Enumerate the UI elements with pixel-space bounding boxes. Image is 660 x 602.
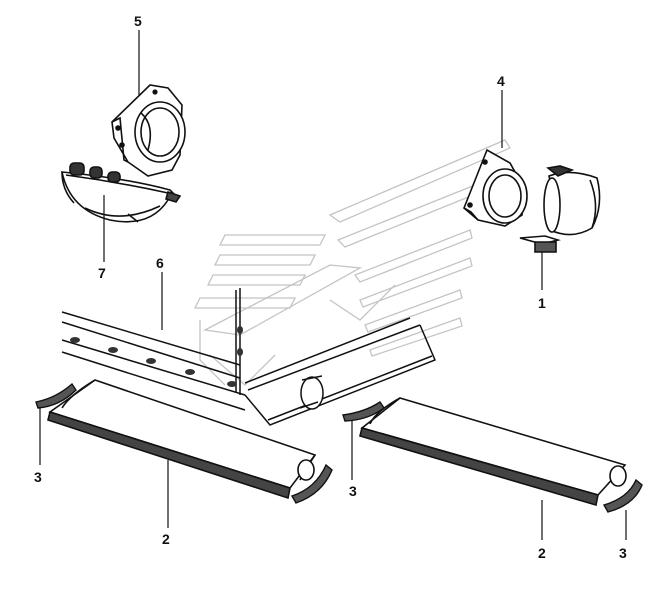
part-2-rail-right xyxy=(359,397,627,507)
callout-3-left: 3 xyxy=(34,469,42,485)
part-2-rail-left xyxy=(47,379,317,500)
callout-7: 7 xyxy=(98,265,106,281)
callout-1: 1 xyxy=(538,295,546,311)
callout-2-right: 2 xyxy=(538,545,546,561)
leader-lines xyxy=(39,30,627,540)
part-6-trough-frame xyxy=(61,288,436,426)
part-5-bearing-housing xyxy=(111,84,186,177)
part-7-half-shell xyxy=(60,162,182,223)
callout-6: 6 xyxy=(156,255,164,271)
callout-3-right: 3 xyxy=(619,545,627,561)
part-4-bearing-housing xyxy=(463,148,528,227)
callout-4: 4 xyxy=(497,73,505,89)
part-1-clamp xyxy=(519,165,601,253)
callout-2-left: 2 xyxy=(162,531,170,547)
part-3-end-caps xyxy=(35,382,643,513)
callout-5: 5 xyxy=(134,13,142,29)
stylized-logo-watermark xyxy=(193,139,511,386)
callout-3-middle: 3 xyxy=(349,483,357,499)
